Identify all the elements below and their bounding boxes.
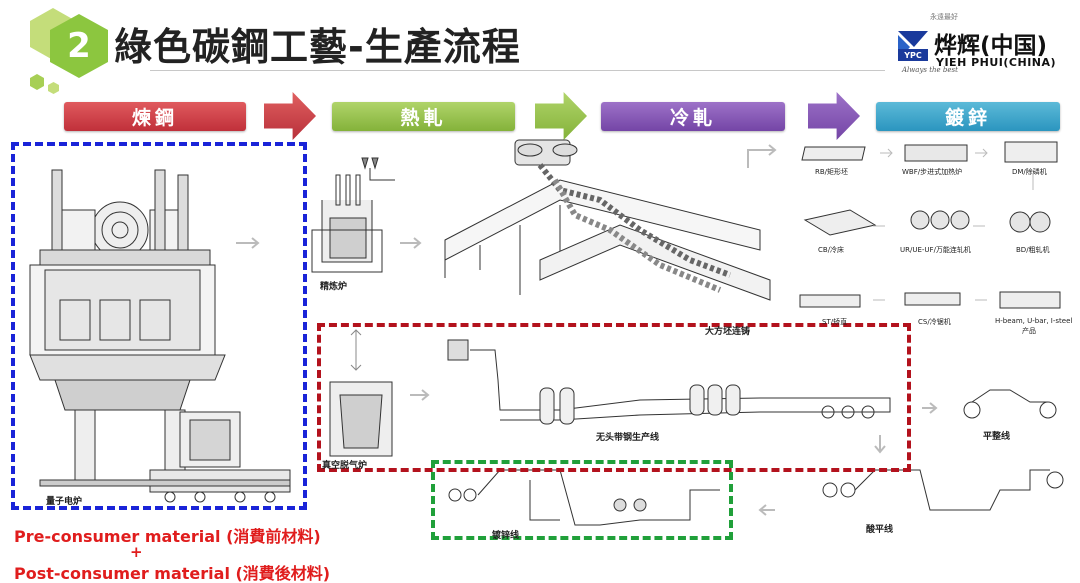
pickling-line-illustration — [758, 469, 1064, 516]
label-ur: UR/UE-UF/万能连轧机 — [900, 246, 971, 254]
stage-hot-rolling: 熱軋 — [332, 102, 515, 131]
stage-galvanizing: 鍍鋅 — [876, 102, 1060, 131]
label-endless-strip: 无头带钢生产线 — [596, 433, 660, 443]
label-flattening-line: 平整线 — [983, 432, 1011, 442]
hexagon-decoration-tiny — [48, 82, 59, 94]
plus-sign: + — [130, 543, 143, 561]
logo-mark-text: YPC — [903, 51, 922, 60]
label-quantum-furnace: 量子电炉 — [46, 497, 83, 507]
label-bd: BD/粗轧机 — [1016, 246, 1050, 254]
page-title: 綠色碳鋼工藝-生產流程 — [114, 25, 521, 69]
label-cb: CB/冷床 — [818, 246, 845, 254]
label-galvanizing-line: 镀锌线 — [492, 531, 520, 541]
flattening-line-illustration — [963, 389, 1057, 419]
post-consumer-material: Post-consumer material (消費後材料) — [14, 564, 331, 583]
rolling-mill-row1 — [801, 141, 1058, 190]
label-pickling-line: 酸平线 — [866, 525, 894, 535]
label-product-line1: H-beam, U-bar, I-steel — [995, 317, 1073, 325]
logo-tagline: Always the best — [902, 66, 958, 74]
label-rb: RB/矩形坯 — [815, 168, 849, 176]
title-divider — [150, 70, 885, 71]
label-wbf: WBF/步进式加热炉 — [902, 168, 963, 176]
company-logo-mark: YPC — [898, 31, 928, 61]
stage-cold-rolling: 冷軋 — [601, 102, 785, 131]
refining-furnace-illustration — [311, 157, 395, 273]
pre-consumer-material: Pre-consumer material (消費前材料) — [14, 527, 321, 546]
logo-english-name: YIEH PHUI(CHINA) — [936, 56, 1057, 69]
rolling-mill-row3 — [799, 291, 1061, 309]
hexagon-decoration-small — [30, 74, 44, 90]
quantum-furnace-illustration — [29, 169, 291, 503]
rolling-mill-row2 — [803, 209, 1051, 236]
logo-chinese-name: 烨辉(中国) — [934, 33, 1048, 59]
label-dm: DM/除磷机 — [1012, 168, 1047, 176]
stage-steelmaking: 煉鋼 — [64, 102, 246, 131]
label-st: ST/矫直 — [822, 318, 848, 326]
label-product-line2: 产品 — [1022, 327, 1036, 335]
caster-illustration — [444, 139, 771, 301]
label-vacuum-degasser: 真空脱气炉 — [322, 461, 368, 471]
label-caster: 大方坯连铸 — [705, 327, 751, 337]
galvanizing-line-illustration — [448, 469, 720, 526]
label-refining-furnace: 精炼炉 — [320, 282, 348, 292]
logo-motto: 永遠最好 — [930, 13, 958, 21]
endless-strip-line-illustration — [447, 339, 938, 454]
label-cs: CS/冷锯机 — [918, 318, 951, 326]
vacuum-degasser-illustration — [329, 329, 430, 457]
